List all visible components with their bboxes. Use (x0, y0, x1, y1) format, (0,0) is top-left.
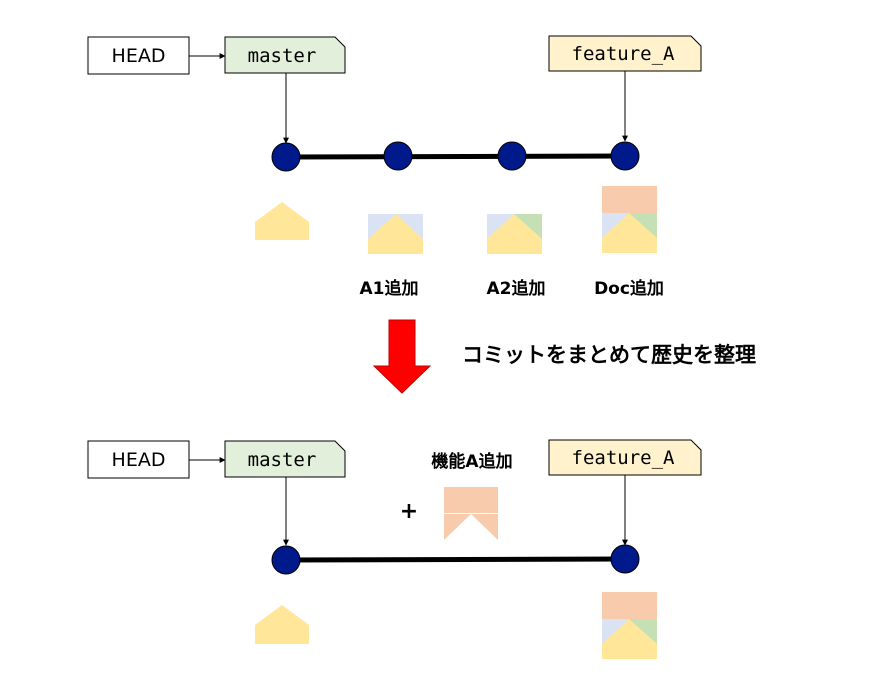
snapshot-icon-a2 (487, 214, 542, 254)
head-box: HEAD (87, 36, 190, 75)
down-arrow-icon (372, 319, 432, 394)
before-section: HEAD master feature_A (87, 35, 702, 299)
feature-label-after: feature_A (572, 447, 676, 469)
commit-caption-a1: A1追加 (360, 278, 419, 299)
squash-caption: 機能A追加 (431, 451, 512, 472)
snapshot-icon-base-after (255, 605, 309, 644)
snapshot-icon-base (255, 202, 309, 240)
commit-history-line (285, 153, 626, 160)
commit-node-2 (383, 141, 413, 171)
head-label: HEAD (112, 45, 166, 67)
feature-label: feature_A (572, 43, 676, 65)
commit-node-squashed (610, 544, 640, 574)
master-branch-tag-after: master (224, 440, 346, 478)
after-section: HEAD master feature_A 機能A追加 + (87, 439, 702, 659)
commit-node-base-after (271, 545, 301, 575)
commit-node-4 (610, 141, 640, 171)
transition-caption: コミットをまとめて歴史を整理 (462, 343, 756, 367)
diff-icon (444, 487, 498, 540)
feature-branch-tag-after: feature_A (548, 439, 702, 476)
feature-branch-tag: feature_A (548, 35, 702, 72)
commit-caption-a2: A2追加 (487, 278, 546, 299)
head-label-after: HEAD (112, 449, 166, 471)
snapshot-icon-a1 (368, 214, 423, 254)
snapshot-icon-doc (602, 186, 657, 253)
commit-history-line-after (285, 556, 626, 563)
master-label-after: master (248, 449, 317, 471)
master-label: master (248, 45, 317, 67)
master-branch-tag: master (224, 36, 346, 74)
plus-sign: + (400, 499, 418, 524)
commit-node-1 (271, 142, 301, 172)
commit-node-3 (497, 141, 527, 171)
snapshot-icon-squashed (602, 592, 657, 659)
head-box-after: HEAD (87, 440, 190, 479)
commit-caption-doc: Doc追加 (594, 278, 664, 299)
transition: コミットをまとめて歴史を整理 (372, 319, 756, 394)
